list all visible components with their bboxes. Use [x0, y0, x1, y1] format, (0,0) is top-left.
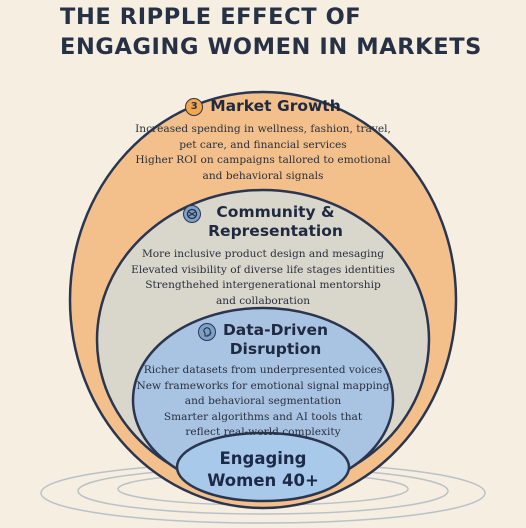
list-item: and behavioral signals — [202, 169, 324, 182]
core-ellipse — [175, 431, 351, 503]
market-growth-list: Increased spending in wellness, fashion,… — [113, 122, 413, 184]
title-line-2: ENGAGING WOMEN IN MARKETS — [60, 34, 482, 60]
list-item: Strengthehed intergenerational mentorshi… — [145, 279, 381, 291]
data-driven-list: Richer datasets from underpresented voic… — [128, 363, 398, 441]
data-driven-title-line-2: Disruption — [229, 340, 322, 358]
list-item: Elevated visibility of diverse life stag… — [131, 263, 395, 276]
core-line-1: Engaging — [219, 449, 307, 468]
market-growth-text: 3 Market Growth Increased spending in we… — [113, 97, 413, 184]
community-globe-icon — [183, 205, 202, 223]
list-item: reflect real-world complexity — [185, 426, 341, 438]
title-line-1: THE RIPPLE EFFECT OF — [60, 4, 362, 30]
list-item: New frameworks for emotional signal mapp… — [136, 379, 390, 392]
list-item: and behavioral segmentation — [184, 395, 342, 407]
list-item: Smarter algorithms and AI tools that — [163, 410, 363, 423]
data-driven-title-line-1: Data-Driven — [222, 321, 329, 339]
page-title: THE RIPPLE EFFECT OF ENGAGING WOMEN IN M… — [60, 2, 500, 62]
core-label: Engaging Women 40+ — [187, 448, 339, 492]
market-growth-heading: 3 Market Growth — [113, 97, 413, 116]
community-title-line-2: Representation — [208, 222, 343, 240]
list-item: pet care, and financial services — [179, 138, 347, 151]
community-heading: Community & Representation — [113, 203, 413, 241]
list-item: Richer datasets from underpresented voic… — [143, 364, 383, 376]
market-growth-title: Market Growth — [210, 97, 341, 115]
list-item: More inclusive product design and mesagi… — [141, 248, 385, 260]
data-driven-heading: Data-Driven Disruption — [128, 321, 398, 359]
community-title-line-1: Community & — [216, 203, 335, 221]
list-item: Increased spending in wellness, fashion,… — [135, 123, 391, 135]
number-3-badge-icon: 3 — [185, 97, 204, 116]
data-driven-text: Data-Driven Disruption Richer datasets f… — [128, 321, 398, 441]
core-line-2: Women 40+ — [207, 471, 319, 490]
community-text: Community & Representation More inclusiv… — [113, 203, 413, 309]
head-profile-icon — [197, 323, 216, 341]
list-item: Higher ROI on campaigns tallored to emot… — [135, 154, 391, 166]
list-item: and collaboration — [215, 294, 311, 307]
community-title: Community & Representation — [208, 203, 343, 241]
data-driven-title: Data-Driven Disruption — [223, 321, 328, 359]
community-list: More inclusive product design and mesagi… — [113, 247, 413, 309]
